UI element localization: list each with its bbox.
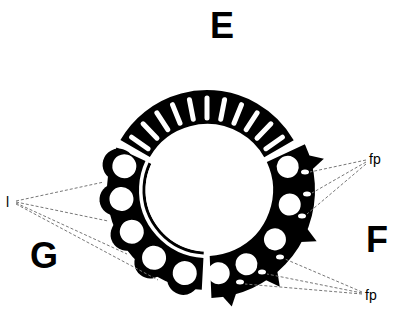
slot — [257, 124, 271, 138]
bump — [164, 259, 203, 298]
slot — [173, 105, 180, 124]
hole — [109, 151, 139, 181]
slot — [246, 113, 257, 130]
leader-line — [307, 164, 366, 214]
slot — [132, 137, 148, 148]
spine — [218, 288, 241, 309]
part-label: fp — [369, 152, 381, 166]
hole — [170, 258, 199, 287]
bump — [99, 145, 139, 185]
leader-line — [16, 182, 104, 201]
bump — [105, 213, 149, 257]
hole — [137, 241, 171, 275]
pore — [303, 192, 311, 197]
section-letter: F — [366, 222, 388, 258]
hole — [277, 192, 302, 217]
inner-rim — [141, 124, 273, 256]
section-letter: G — [30, 238, 58, 274]
part-label: fp — [365, 288, 377, 302]
hole — [115, 215, 148, 248]
hole — [260, 224, 291, 255]
slot — [143, 124, 157, 138]
pore — [258, 270, 266, 275]
pore — [236, 280, 244, 285]
part-label: l — [6, 195, 9, 209]
slot — [266, 137, 282, 148]
section-letter: E — [210, 8, 234, 44]
leader-line — [16, 202, 108, 221]
hole — [108, 186, 134, 212]
leader-line — [310, 160, 366, 172]
slot — [221, 100, 225, 120]
hole — [232, 249, 262, 279]
leader-line — [245, 284, 362, 294]
hole — [206, 261, 231, 286]
slot — [234, 105, 241, 124]
leader-line — [16, 204, 158, 280]
leader-lines — [16, 160, 366, 294]
pore — [276, 255, 284, 260]
leader-line — [312, 162, 366, 193]
leader-line — [285, 259, 362, 292]
slot — [189, 100, 193, 120]
spine — [295, 224, 321, 250]
slot — [157, 113, 168, 130]
hole — [274, 153, 301, 180]
spine — [260, 265, 287, 292]
spine — [303, 149, 327, 173]
central-lumen — [146, 129, 269, 252]
slot — [205, 98, 210, 118]
segment-f — [91, 74, 322, 305]
pore — [301, 170, 309, 175]
pore — [298, 214, 306, 219]
